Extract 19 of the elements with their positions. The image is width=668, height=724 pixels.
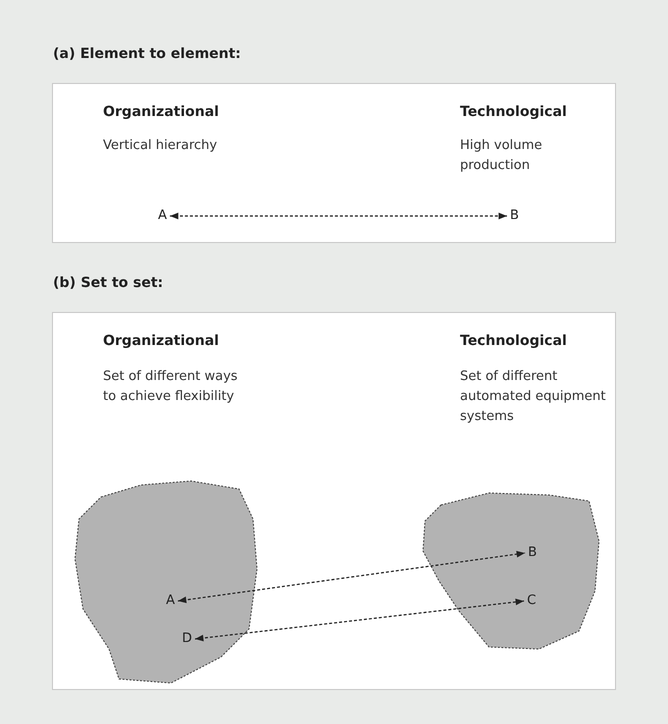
column-heading: Technological [460, 103, 568, 122]
element-letter: B [525, 545, 540, 561]
dashed-arrow [170, 212, 507, 220]
column-heading: Organizational [103, 103, 220, 122]
element-letter: C [524, 593, 540, 609]
column-heading: Technological [460, 332, 568, 351]
element-letter: A [155, 208, 170, 224]
panel-heading: (b) Set to set: [53, 275, 164, 291]
dashed-arrow [178, 550, 526, 604]
column-heading: Organizational [103, 332, 220, 351]
element-letter: B [507, 208, 522, 224]
panel-heading: (a) Element to element: [53, 46, 241, 62]
description-text: Vertical hierarchy [103, 137, 218, 155]
description-text: Set of different automated equipment systems [460, 368, 607, 426]
description-text: High volume production [460, 137, 544, 175]
dashed-arrow [194, 598, 524, 642]
description-text: Set of different ways to achieve flexibility [103, 368, 239, 406]
element-letter: D [179, 631, 196, 647]
element-letter: A [163, 593, 178, 609]
